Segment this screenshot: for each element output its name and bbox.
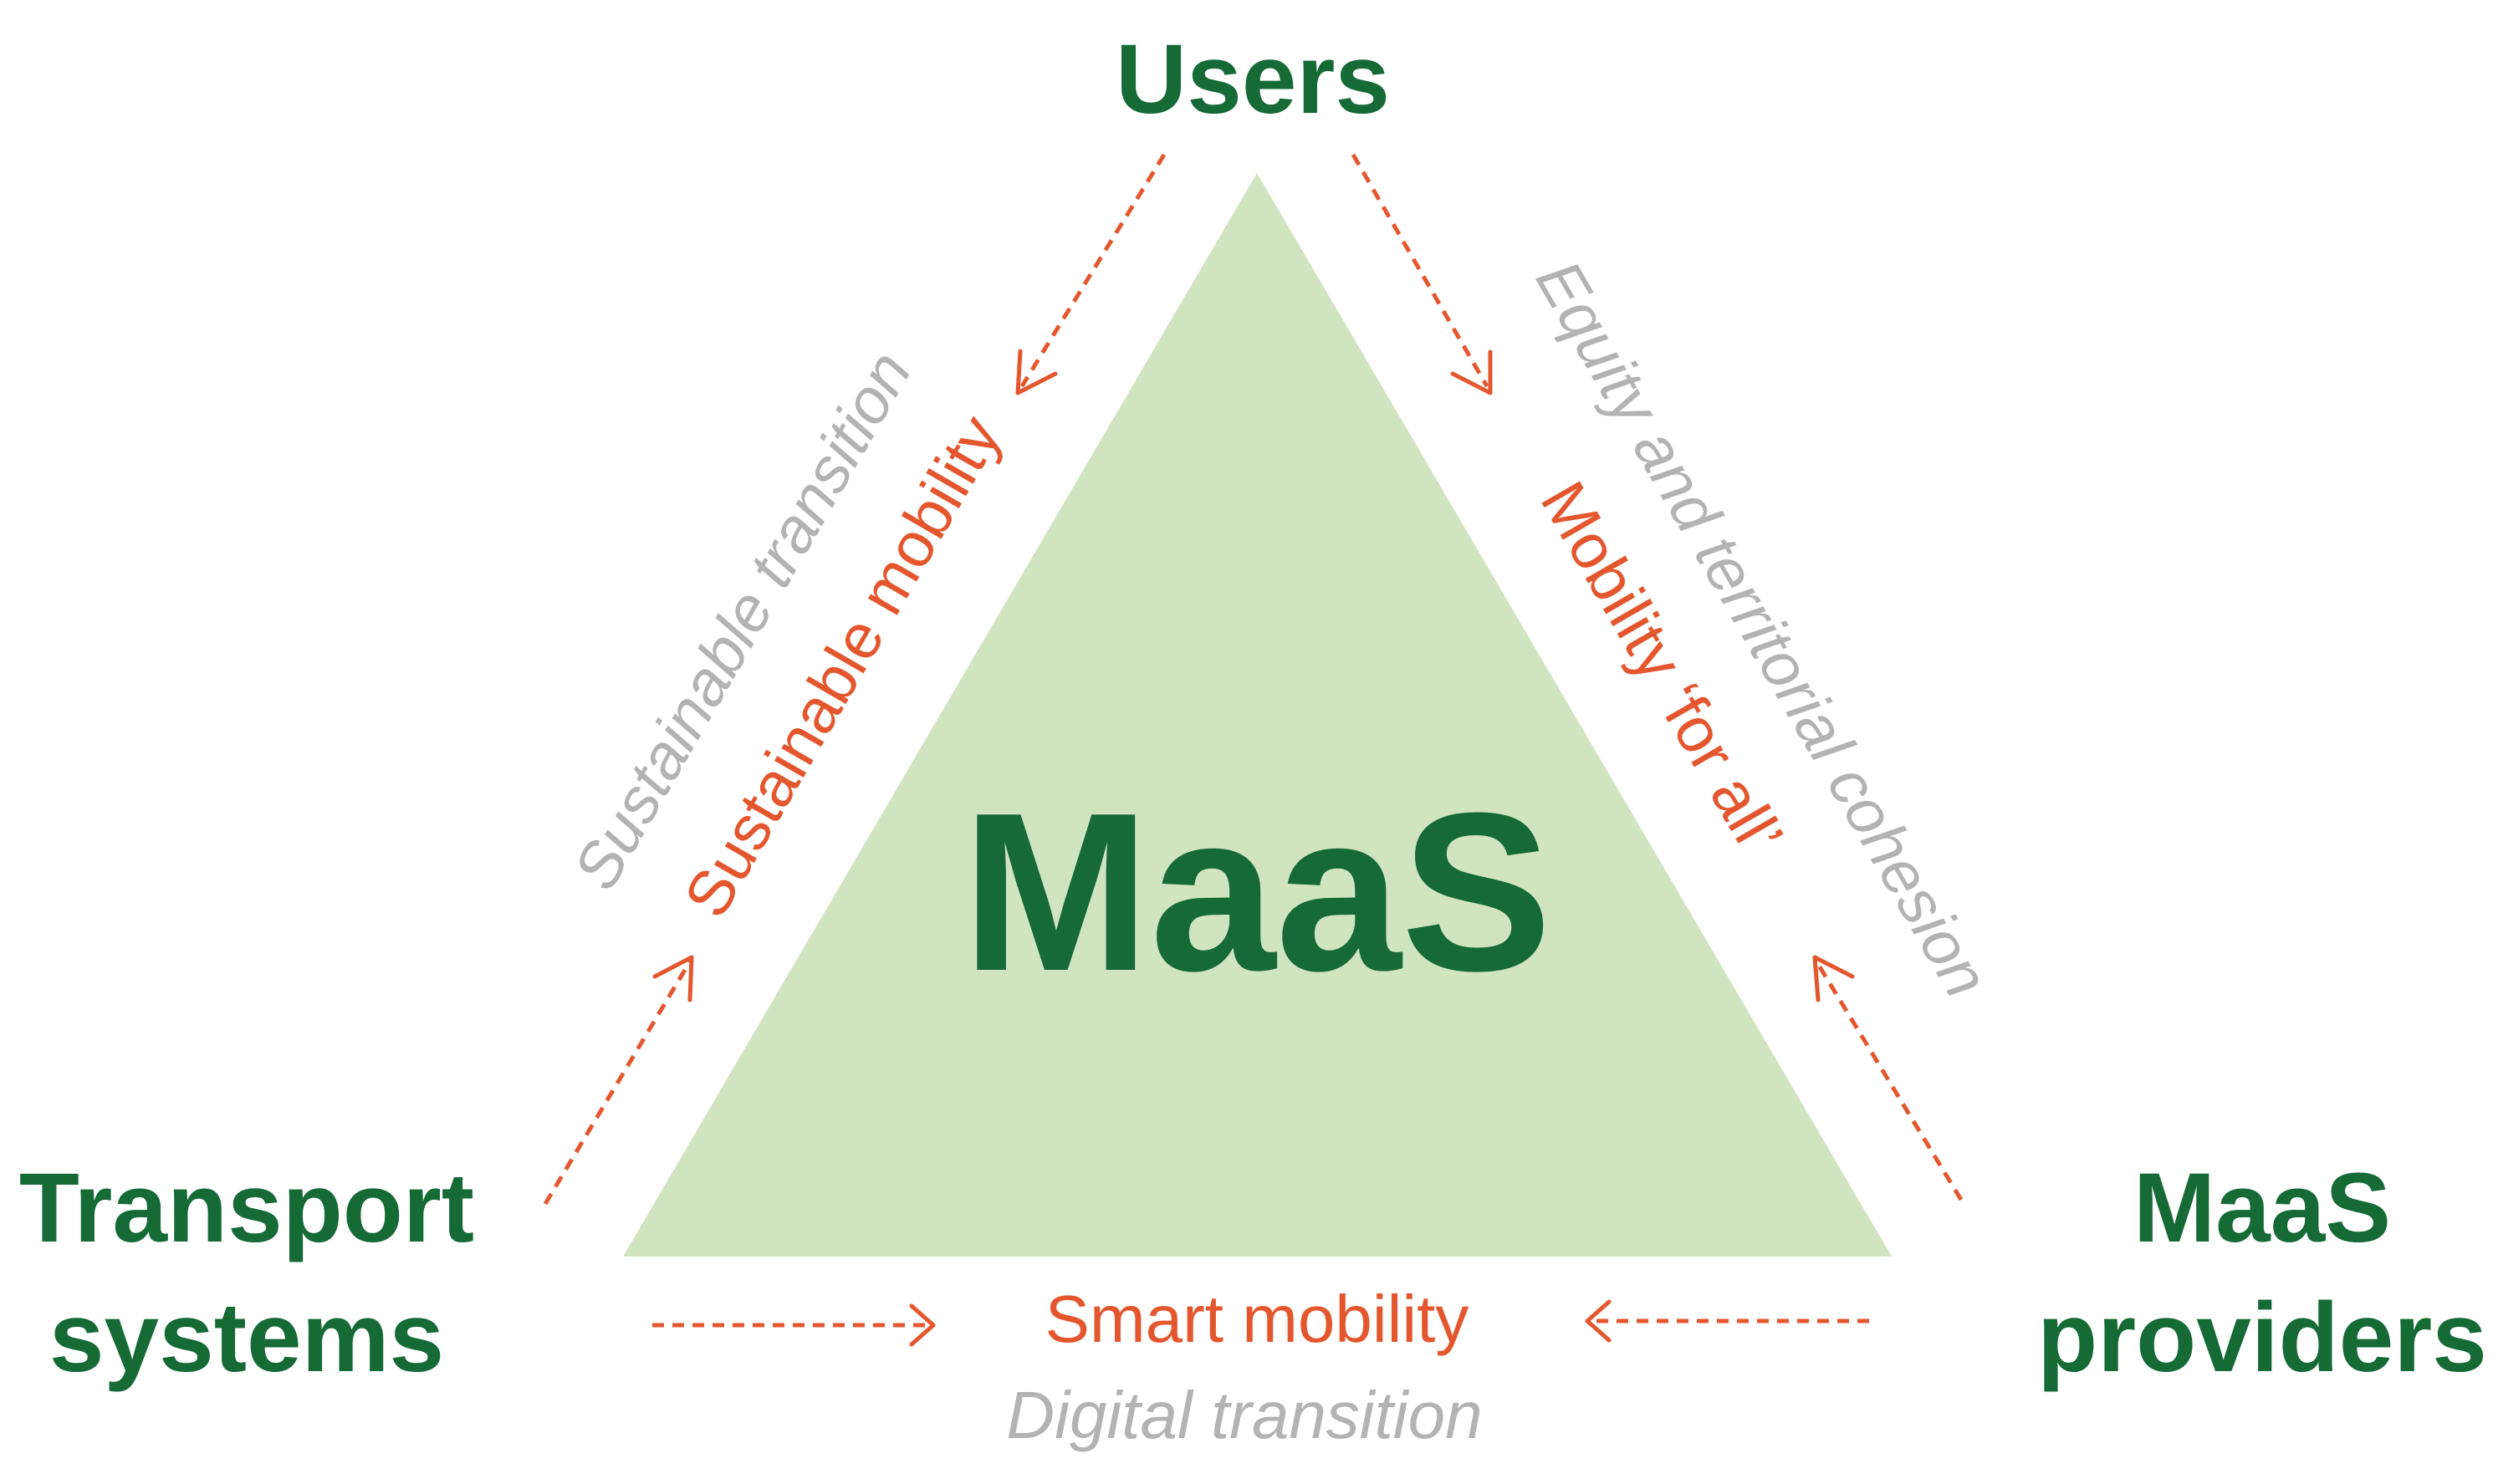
arrow-transport-to-left-edge (543, 955, 694, 1206)
node-transport-line1: Transport (19, 1153, 474, 1263)
bottom-edge-orange-label: Smart mobility (1045, 1282, 1469, 1356)
maas-triangle (623, 173, 1892, 1257)
arrow-providers-to-bottom (1585, 1299, 1869, 1343)
arrow-transport-to-bottom (652, 1303, 936, 1347)
node-providers-line1: MaaS (2133, 1153, 2391, 1263)
node-providers-line2: providers (2037, 1283, 2487, 1393)
bottom-edge-grey-label: Digital transition (1006, 1378, 1482, 1452)
node-transport-line2: systems (49, 1283, 444, 1393)
arrow-users-to-left (1015, 153, 1167, 395)
center-title: MaaS (962, 767, 1551, 1018)
node-users: Users (1116, 24, 1390, 135)
arrow-users-to-right (1351, 153, 1493, 395)
arrow-providers-to-right-edge (1812, 955, 1964, 1201)
